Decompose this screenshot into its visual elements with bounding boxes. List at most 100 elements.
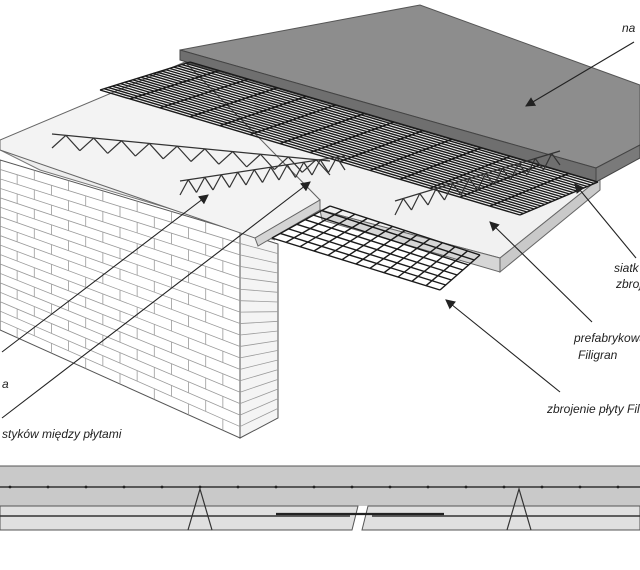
leader-prefab (489, 221, 593, 323)
truss-diagonal (534, 158, 544, 171)
topping-concrete (179, 4, 640, 183)
mesh-bar (327, 221, 381, 256)
brick-course-line (239, 369, 279, 382)
section-bar-dot (198, 485, 202, 489)
truss-diagonal (204, 176, 214, 191)
truss-diagonal (273, 156, 289, 171)
section-bar-dot (350, 485, 354, 489)
truss-top-chord (179, 155, 346, 182)
truss-diagonal (526, 158, 536, 176)
brick-courses (0, 169, 279, 431)
section-bar-dot (502, 485, 506, 489)
leader-top-mesh (574, 183, 637, 259)
mesh-bar (399, 147, 482, 180)
label-prefab-2: Filigran (578, 348, 618, 362)
brick-course-line (239, 300, 279, 303)
brick-course-line (239, 407, 279, 427)
mesh-bar (459, 164, 540, 198)
truss-diagonal (319, 159, 330, 173)
topping-end-face (595, 144, 640, 183)
truss-diagonal (402, 198, 412, 211)
leader-lines (1, 41, 637, 419)
truss-diagonal (107, 140, 122, 154)
brick-course-line (239, 288, 279, 293)
truss-diagonal (179, 179, 189, 196)
brick-wall (0, 149, 279, 439)
truss-diagonal (551, 153, 561, 166)
labels: na siatk zbroj prefabrykowa Filigran zbr… (2, 21, 640, 441)
prefab-slab-side-edge (499, 176, 601, 274)
mesh-bar (355, 229, 406, 265)
truss-diagonal (190, 148, 206, 162)
truss-diagonal (232, 151, 248, 168)
section-prefab-left (0, 505, 359, 531)
truss-diagonal (518, 163, 528, 176)
brick-course-line (239, 243, 279, 255)
section-topping (0, 466, 640, 506)
truss-diagonal (162, 145, 178, 160)
brick-course-line (239, 388, 279, 405)
leader-topping (525, 41, 635, 107)
brick-course-line (239, 265, 279, 274)
brick-course-line (239, 340, 279, 347)
label-slab-reinforcement: zbrojenie płyty Filig (546, 402, 640, 416)
mesh-bar (309, 121, 395, 154)
leader-joint (1, 181, 311, 419)
leader-slab-reinforcement (445, 299, 561, 393)
section-bar-dot (160, 485, 164, 489)
label-joint: styków między płytami (2, 427, 122, 441)
truss-diagonal (195, 176, 206, 193)
leader-support (1, 194, 209, 353)
truss-diagonal (443, 183, 454, 201)
truss-diagonal (410, 193, 421, 211)
section-bar-dot (312, 485, 316, 489)
section-truss-right (506, 486, 532, 531)
section-bar-dot (426, 485, 430, 489)
truss-diagonal (419, 193, 429, 206)
mesh-bar (299, 213, 356, 248)
truss-diagonal (435, 188, 445, 201)
truss-top-chord (394, 150, 561, 202)
section-bar-dot (274, 485, 278, 489)
brick-course-line (239, 359, 279, 370)
truss-diagonal (509, 163, 520, 181)
truss-diagonal (501, 168, 511, 181)
mesh-bar (439, 254, 481, 291)
truss-diagonal (245, 169, 255, 186)
mesh-bar (219, 95, 307, 127)
mesh-bar (271, 205, 331, 239)
slab-reinforcement-mesh (271, 205, 481, 291)
truss-diagonal (253, 169, 264, 183)
section-truss-left (187, 486, 213, 531)
truss-diagonal (294, 161, 305, 178)
truss-diagonal (427, 188, 437, 206)
mesh-bar (383, 238, 431, 274)
label-top-mesh: siatk (614, 261, 640, 275)
truss-top-chord (51, 133, 331, 162)
section-top-bars (8, 485, 620, 489)
mesh-bar (249, 104, 336, 136)
truss-diagonal (218, 151, 234, 165)
truss-diagonal (460, 178, 470, 196)
truss-diagonal (204, 148, 220, 165)
truss-diagonal (278, 164, 288, 181)
truss-diagonal (542, 153, 553, 171)
truss-diagonal (220, 174, 231, 188)
truss-diagonal (79, 137, 95, 152)
truss-diagonal (301, 159, 317, 173)
truss-diagonal (452, 183, 462, 196)
truss-diagonal (493, 168, 503, 186)
section-bar-dot (464, 485, 468, 489)
brick-course-line (239, 378, 279, 393)
label-support: a (2, 377, 9, 391)
section-bar-dot (616, 485, 620, 489)
truss-diagonal (336, 156, 346, 171)
label-top-mesh-2: zbroj (615, 277, 640, 291)
truss-diagonal (176, 145, 192, 162)
mesh-bar (519, 181, 599, 216)
brick-course-line (239, 349, 279, 359)
mesh-bar (429, 155, 511, 189)
truss-diagonal (286, 164, 297, 178)
section-bar-dot (236, 485, 240, 489)
